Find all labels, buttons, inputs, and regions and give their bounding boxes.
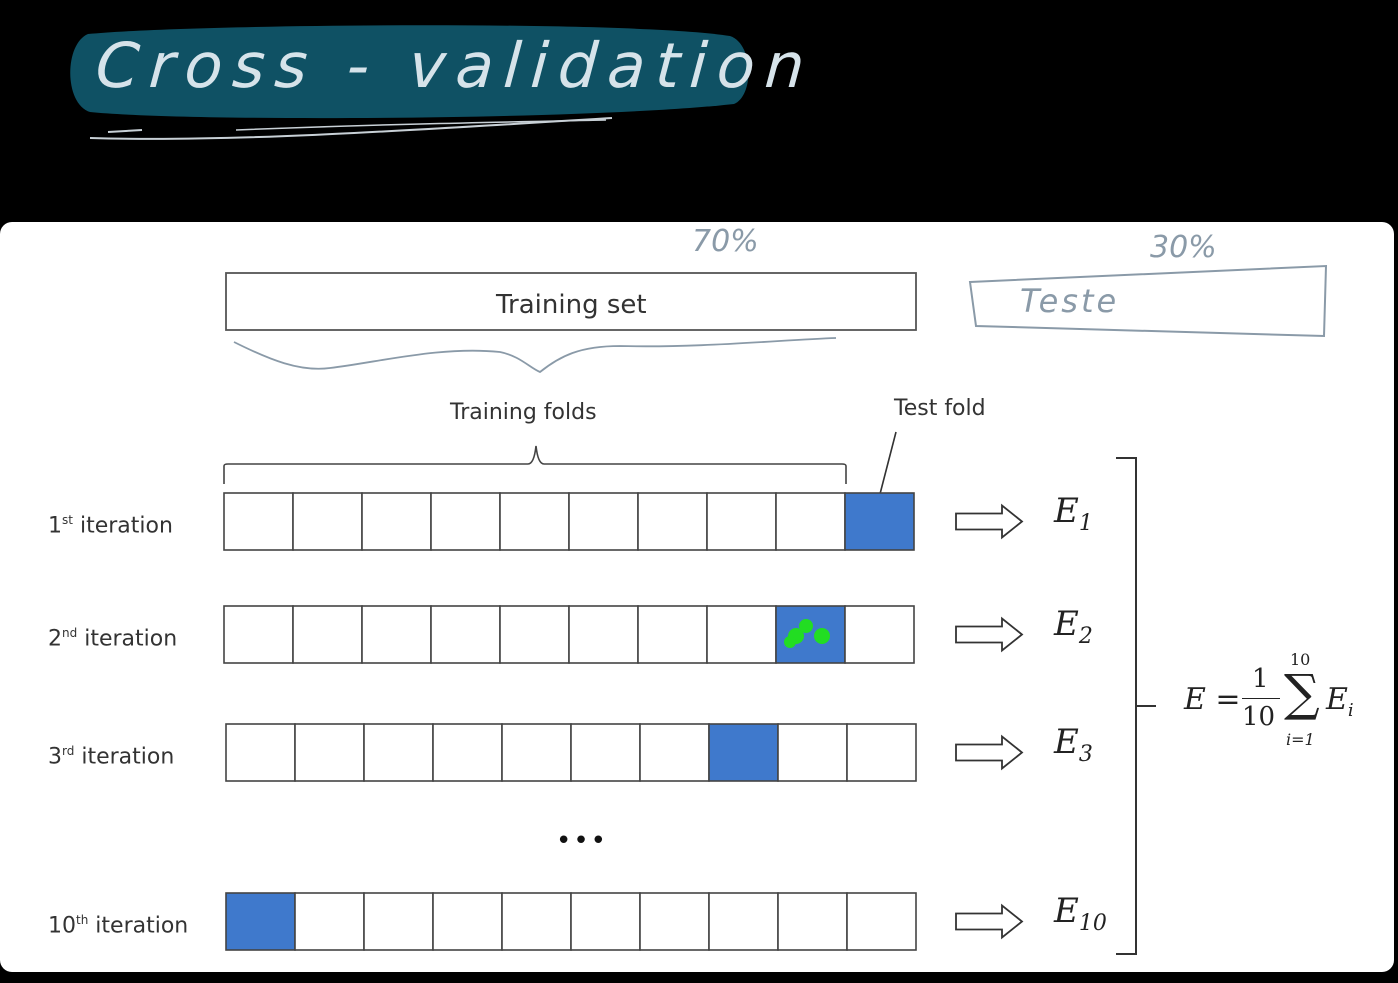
training-fold [639,892,710,951]
title-highlight [70,25,749,119]
mean-error-formula: E = 1 10 10 ∑ i=1 Ei [1180,650,1370,760]
slide-board [0,222,1394,972]
training-fold [501,723,572,782]
formula-term: Ei [1326,682,1354,721]
fold-error-label: E2 [1054,604,1093,649]
training-fold [570,723,641,782]
training-fold [570,892,641,951]
test-fold [775,605,846,664]
training-set-brace-scribble [233,337,837,374]
training-fold [708,892,779,951]
training-fold [225,723,296,782]
iteration-label: 1st iteration [48,513,173,539]
train-percent-annotation: 70% [692,224,759,259]
test-fold-pointer [879,431,897,495]
training-fold [292,605,363,664]
fold-error-label: E3 [1054,722,1093,767]
fold-row [223,492,1024,551]
training-fold [361,605,432,664]
fold-row [225,723,1024,782]
fold-error-label: E10 [1054,891,1107,936]
formula-sum-top: 10 [1290,650,1311,669]
formula-sum-bottom: i=1 [1286,730,1315,749]
arrow-right-icon [955,903,1024,940]
training-fold [568,605,639,664]
training-fold [846,723,917,782]
training-fold [637,605,708,664]
training-fold [501,892,572,951]
training-folds-brace [223,445,847,484]
fold-row [225,892,1024,951]
training-fold [430,605,501,664]
training-fold [363,723,434,782]
teste-box-outline [968,264,1328,338]
training-set-box [225,272,917,331]
test-percent-annotation: 30% [1150,230,1217,265]
ellipsis: ••• [556,826,609,856]
teste-annotation: Teste [1020,282,1120,320]
formula-lhs: E = [1184,682,1241,717]
training-set-label: Training set [496,290,647,320]
training-fold [432,723,503,782]
formula-denominator: 10 [1242,702,1276,732]
training-fold [363,892,434,951]
training-fold [499,492,570,551]
training-fold [499,605,570,664]
training-fold [775,492,846,551]
sum-bracket [1116,457,1156,955]
formula-numerator: 1 [1252,664,1269,694]
highlight-marker [784,619,830,648]
training-fold [361,492,432,551]
training-fold [568,492,639,551]
test-fold [225,892,296,951]
training-fold [430,492,501,551]
training-fold [706,492,777,551]
training-folds-label: Training folds [450,400,597,425]
training-fold [294,892,365,951]
arrow-right-icon [955,503,1024,540]
training-fold [639,723,710,782]
fold-error-label: E1 [1054,491,1093,536]
test-fold [844,492,915,551]
training-fold [637,492,708,551]
fold-row [223,605,1024,664]
arrow-right-icon [955,734,1024,771]
arrow-right-icon [955,616,1024,653]
training-fold [844,605,915,664]
iteration-label: 3rd iteration [48,744,175,770]
training-fold [294,723,365,782]
training-fold [777,892,848,951]
formula-fraction-bar [1242,698,1280,699]
sigma-icon: ∑ [1284,664,1320,722]
iteration-label: 10th iteration [48,913,189,939]
title-underline [89,117,613,140]
training-fold [706,605,777,664]
training-fold [223,605,294,664]
training-fold [292,492,363,551]
training-fold [223,492,294,551]
test-fold [708,723,779,782]
training-fold [846,892,917,951]
iteration-label: 2nd iteration [48,626,178,652]
training-fold [777,723,848,782]
test-fold-label: Test fold [894,396,986,421]
training-fold [432,892,503,951]
